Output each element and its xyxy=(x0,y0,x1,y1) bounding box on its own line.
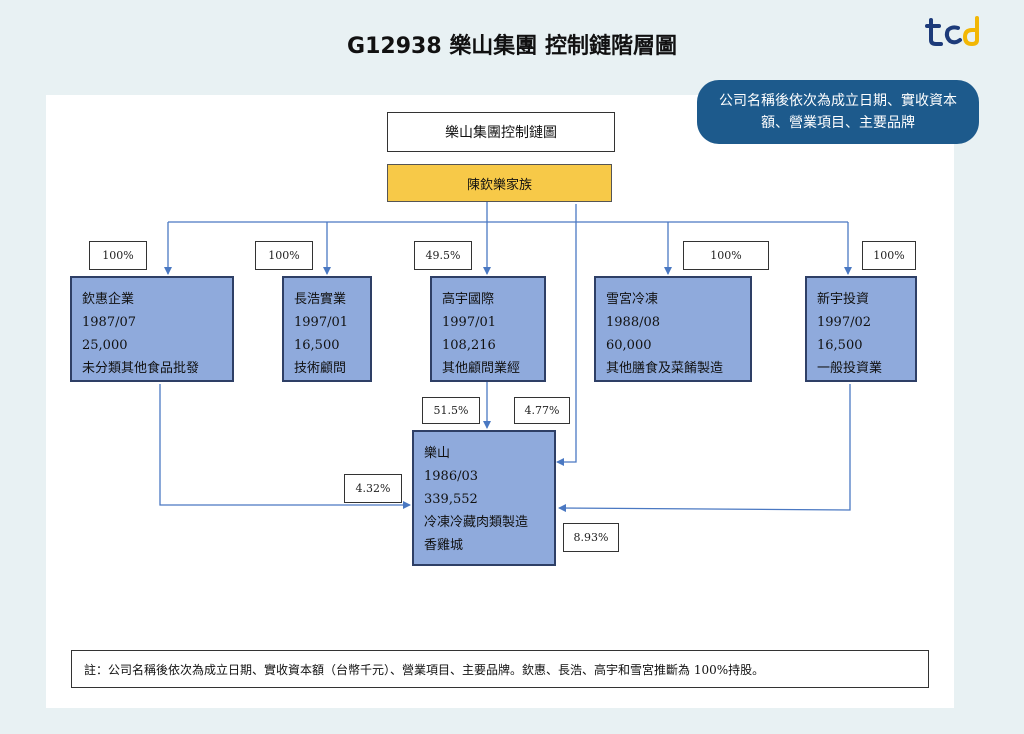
pct-label-gaoyu-to-leshan: 51.5% xyxy=(422,397,480,424)
pct-label-qinhui: 100% xyxy=(89,241,147,270)
pct-label-xinyu-to-leshan: 8.93% xyxy=(563,523,619,552)
company-date: 1997/01 xyxy=(294,315,349,330)
controller-family-box: 陳欽樂家族 xyxy=(387,164,612,202)
page-title: G12938 樂山集團 控制鏈階層圖 xyxy=(347,34,677,59)
company-capital: 108,216 xyxy=(442,338,496,353)
company-date: 1986/03 xyxy=(424,469,479,484)
company-brand: 香雞城 xyxy=(424,538,464,553)
company-box-gaoyu: 高宇國際 1997/01 108,216 其他顧問業經 xyxy=(430,276,546,382)
company-name: 欽惠企業 xyxy=(82,292,135,307)
company-business: 冷凍冷藏肉類製造 xyxy=(424,515,529,530)
company-box-leshan: 樂山 1986/03 339,552 冷凍冷藏肉類製造 香雞城 xyxy=(412,430,556,566)
company-date: 1997/01 xyxy=(442,315,497,330)
pct-label-family-to-leshan: 4.77% xyxy=(514,397,570,424)
company-capital: 25,000 xyxy=(82,338,128,353)
company-name: 樂山 xyxy=(424,446,451,461)
company-date: 1988/08 xyxy=(606,315,661,330)
company-name: 高宇國際 xyxy=(442,292,495,307)
pct-label-qinhui-to-leshan: 4.32% xyxy=(344,474,402,503)
pct-label-gaoyu: 49.5% xyxy=(414,241,472,270)
company-business: 其他顧問業經 xyxy=(442,361,521,376)
company-box-xinyu: 新宇投資 1997/02 16,500 一般投資業 xyxy=(805,276,917,382)
footnote: 註：公司名稱後依次為成立日期、實收資本額（台幣千元）、營業項目、主要品牌。欽惠、… xyxy=(71,650,929,688)
company-business: 技術顧問 xyxy=(294,361,347,376)
company-capital: 16,500 xyxy=(294,338,340,353)
company-box-qinhui: 欽惠企業 1987/07 25,000 未分類其他食品批發 xyxy=(70,276,234,382)
company-date: 1997/02 xyxy=(817,315,872,330)
pct-label-changhao: 100% xyxy=(255,241,313,270)
chart-header: 樂山集團控制鏈圖 xyxy=(387,112,615,152)
company-business: 其他膳食及菜餚製造 xyxy=(606,361,724,376)
company-name: 長浩實業 xyxy=(294,292,347,307)
company-capital: 16,500 xyxy=(817,338,863,353)
brand-logo-icon xyxy=(925,16,979,47)
pct-label-xuegong: 100% xyxy=(683,241,769,270)
note-bubble: 公司名稱後依次為成立日期、實收資本額、營業項目、主要品牌 xyxy=(697,80,979,144)
company-box-changhao: 長浩實業 1997/01 16,500 技術顧問 xyxy=(282,276,372,382)
company-name: 雪宮冷凍 xyxy=(606,292,659,307)
company-business: 一般投資業 xyxy=(817,361,883,376)
company-capital: 339,552 xyxy=(424,492,478,507)
company-date: 1987/07 xyxy=(82,315,137,330)
company-box-xuegong: 雪宮冷凍 1988/08 60,000 其他膳食及菜餚製造 xyxy=(594,276,752,382)
company-business: 未分類其他食品批發 xyxy=(82,361,200,376)
company-capital: 60,000 xyxy=(606,338,652,353)
company-name: 新宇投資 xyxy=(817,292,870,307)
pct-label-xinyu: 100% xyxy=(862,241,916,270)
